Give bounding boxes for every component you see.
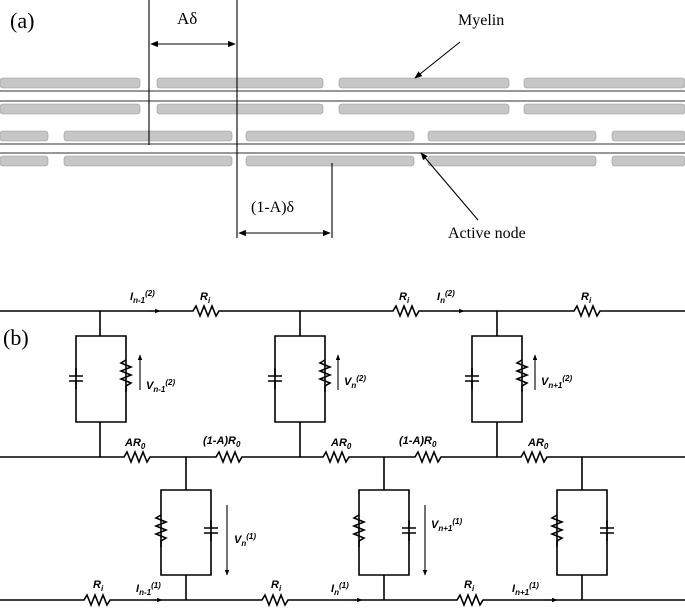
top-rail: [0, 303, 685, 319]
panel-b: (b): [0, 289, 685, 608]
current-label: In(1): [331, 581, 349, 597]
lower-branch-2: [351, 457, 428, 600]
panel-a: (a): [0, 0, 685, 242]
resistor-label: (1-A)R0: [203, 435, 241, 449]
active-node-pointer-arrow: [420, 152, 479, 221]
capacitor-symbol: [465, 368, 479, 389]
lower-branch-3: [549, 457, 614, 600]
resistor-label: AR0: [330, 437, 352, 451]
resistor-symbol: [153, 514, 169, 547]
myelin-pointer-arrow: [414, 41, 461, 79]
resistor-symbol: [351, 514, 367, 547]
bottom-rail: [0, 592, 685, 608]
capacitor-symbol: [402, 520, 416, 541]
myelin-segment: [0, 103, 141, 115]
resistor-symbol: [317, 359, 333, 392]
branch-box: [358, 457, 410, 600]
myelin-segment: [0, 77, 141, 89]
capacitor-symbol: [69, 368, 83, 389]
myelin-segment: [0, 130, 49, 142]
current-label: In+1(1): [512, 581, 539, 597]
resistor-symbol: [549, 514, 565, 547]
myelin-segment: [63, 130, 233, 142]
myelin-segment: [245, 155, 415, 167]
resistor-label: Ri: [271, 579, 282, 593]
one-minus-a-delta-label: (1-A)δ: [251, 199, 294, 216]
myelin-segment: [338, 103, 510, 115]
myelin-segment: [611, 155, 685, 167]
middle-rail: [0, 449, 685, 465]
a-delta-label: Aδ: [177, 9, 197, 28]
voltage-label: Vn(2): [344, 374, 366, 390]
upper-branch-2: [268, 311, 341, 457]
upper-branch-1: [69, 311, 143, 457]
resistor-label: Ri: [464, 579, 475, 593]
capacitor-symbol: [268, 368, 282, 389]
myelin-segment: [0, 155, 49, 167]
top-axial-wire: [0, 303, 685, 319]
resistor-label: Ri: [200, 291, 211, 305]
branch-box: [471, 311, 523, 457]
current-label: In-1(1): [136, 581, 161, 597]
resistor-label: AR0: [527, 437, 549, 451]
resistor-label: (1-A)R0: [399, 435, 437, 449]
resistor-symbol: [514, 359, 530, 392]
myelin-segment: [156, 103, 324, 115]
myelin-segment: [523, 103, 685, 115]
upper-fiber: [0, 77, 685, 115]
resistor-label: Ri: [399, 291, 410, 305]
voltage-label: Vn+1(2): [541, 374, 572, 390]
myelin-segment: [611, 130, 685, 142]
voltage-label: Vn-1(2): [146, 378, 175, 394]
myelin-label: Myelin: [458, 12, 504, 29]
resistor-label: Ri: [581, 291, 592, 305]
voltage-label: Vn(1): [234, 532, 256, 548]
resistor-label: AR0: [124, 437, 146, 451]
bottom-axial-wire: [0, 592, 685, 608]
current-label: In(2): [437, 289, 455, 305]
myelin-segment: [427, 130, 597, 142]
myelin-segment: [156, 77, 324, 89]
upper-branch-3: [465, 311, 538, 457]
capacitor-symbol: [204, 520, 218, 541]
myelin-segment: [523, 77, 685, 89]
branch-box: [274, 311, 326, 457]
branch-box: [160, 457, 212, 600]
active-node-label: Active node: [448, 225, 526, 242]
lower-fiber: [0, 130, 685, 167]
myelin-segment: [245, 130, 415, 142]
myelin-segment: [427, 155, 597, 167]
current-label: In-1(2): [130, 289, 155, 305]
voltage-label: Vn+1(1): [431, 517, 462, 533]
branch-box: [556, 457, 608, 600]
panel-a-label: (a): [10, 8, 34, 33]
branch-box: [75, 311, 127, 457]
capacitor-symbol: [600, 520, 614, 541]
panel-b-label: (b): [3, 325, 29, 350]
myelin-segment: [63, 155, 233, 167]
resistor-label: Ri: [93, 579, 104, 593]
myelin-segment: [338, 77, 510, 89]
middle-node-wire: [0, 449, 685, 465]
lower-branch-1: [153, 457, 230, 600]
resistor-symbol: [118, 359, 134, 392]
